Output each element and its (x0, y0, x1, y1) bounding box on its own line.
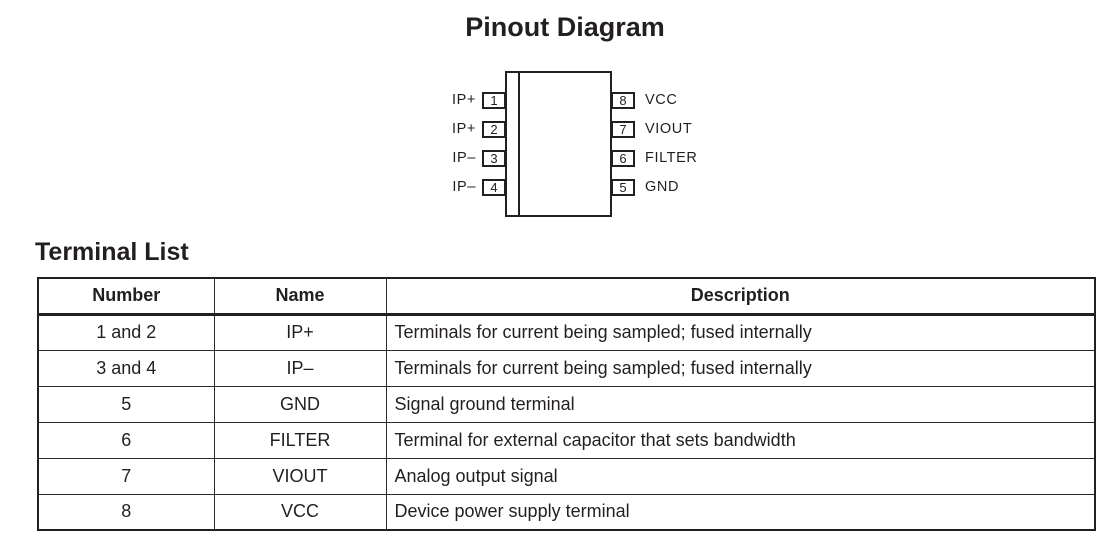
table-row: 6 FILTER Terminal for external capacitor… (37, 421, 1096, 459)
terminal-number-cell: 1 and 2 (37, 313, 215, 351)
column-header-number: Number (37, 277, 215, 316)
pin-7-label: VIOUT (645, 121, 693, 137)
terminal-number-cell: 3 and 4 (37, 349, 215, 387)
ic-package-body (505, 71, 612, 217)
pin-4-number-box: 4 (482, 179, 506, 196)
pin-5-number-box: 5 (611, 179, 635, 196)
pin-6-label: FILTER (645, 150, 698, 166)
pin-2-number-box: 2 (482, 121, 506, 138)
table-row: 5 GND Signal ground terminal (37, 385, 1096, 423)
terminal-number-cell: 6 (37, 421, 215, 459)
terminal-name-cell: GND (213, 385, 387, 423)
terminal-name-cell: IP+ (213, 313, 387, 351)
terminal-number-cell: 5 (37, 385, 215, 423)
pin-8-label: VCC (645, 92, 678, 108)
table-row: 1 and 2 IP+ Terminals for current being … (37, 313, 1096, 351)
pin-8-number-box: 8 (611, 92, 635, 109)
pinout-diagram-title: Pinout Diagram (465, 12, 665, 42)
pin-2-label: IP+ (452, 121, 476, 137)
pin-5-label: GND (645, 179, 680, 195)
terminal-name-cell: VCC (213, 493, 387, 531)
terminal-description-cell: Analog output signal (385, 457, 1096, 495)
terminal-description-cell: Terminal for external capacitor that set… (385, 421, 1096, 459)
pin-7-number-box: 7 (611, 121, 635, 138)
table-header-row: Number Name Description (37, 277, 1096, 316)
terminal-description-cell: Terminals for current being sampled; fus… (385, 313, 1096, 351)
terminal-name-cell: FILTER (213, 421, 387, 459)
table-row: 3 and 4 IP– Terminals for current being … (37, 349, 1096, 387)
pin-3-label: IP– (452, 150, 476, 166)
terminal-description-cell: Signal ground terminal (385, 385, 1096, 423)
terminal-list-table: Number Name Description 1 and 2 IP+ Term… (37, 277, 1096, 531)
terminal-name-cell: IP– (213, 349, 387, 387)
terminal-description-cell: Terminals for current being sampled; fus… (385, 349, 1096, 387)
pin-4-label: IP– (452, 179, 476, 195)
column-header-name: Name (213, 277, 387, 316)
terminal-description-cell: Device power supply terminal (385, 493, 1096, 531)
pin-6-number-box: 6 (611, 150, 635, 167)
terminal-number-cell: 8 (37, 493, 215, 531)
terminal-name-cell: VIOUT (213, 457, 387, 495)
pin-1-label: IP+ (452, 92, 476, 108)
table-row: 8 VCC Device power supply terminal (37, 493, 1096, 531)
pin-3-number-box: 3 (482, 150, 506, 167)
terminal-number-cell: 7 (37, 457, 215, 495)
column-header-description: Description (385, 277, 1096, 316)
terminal-list-heading: Terminal List (35, 238, 189, 266)
ic-pin1-side-line (518, 73, 520, 215)
pin-1-number-box: 1 (482, 92, 506, 109)
table-row: 7 VIOUT Analog output signal (37, 457, 1096, 495)
